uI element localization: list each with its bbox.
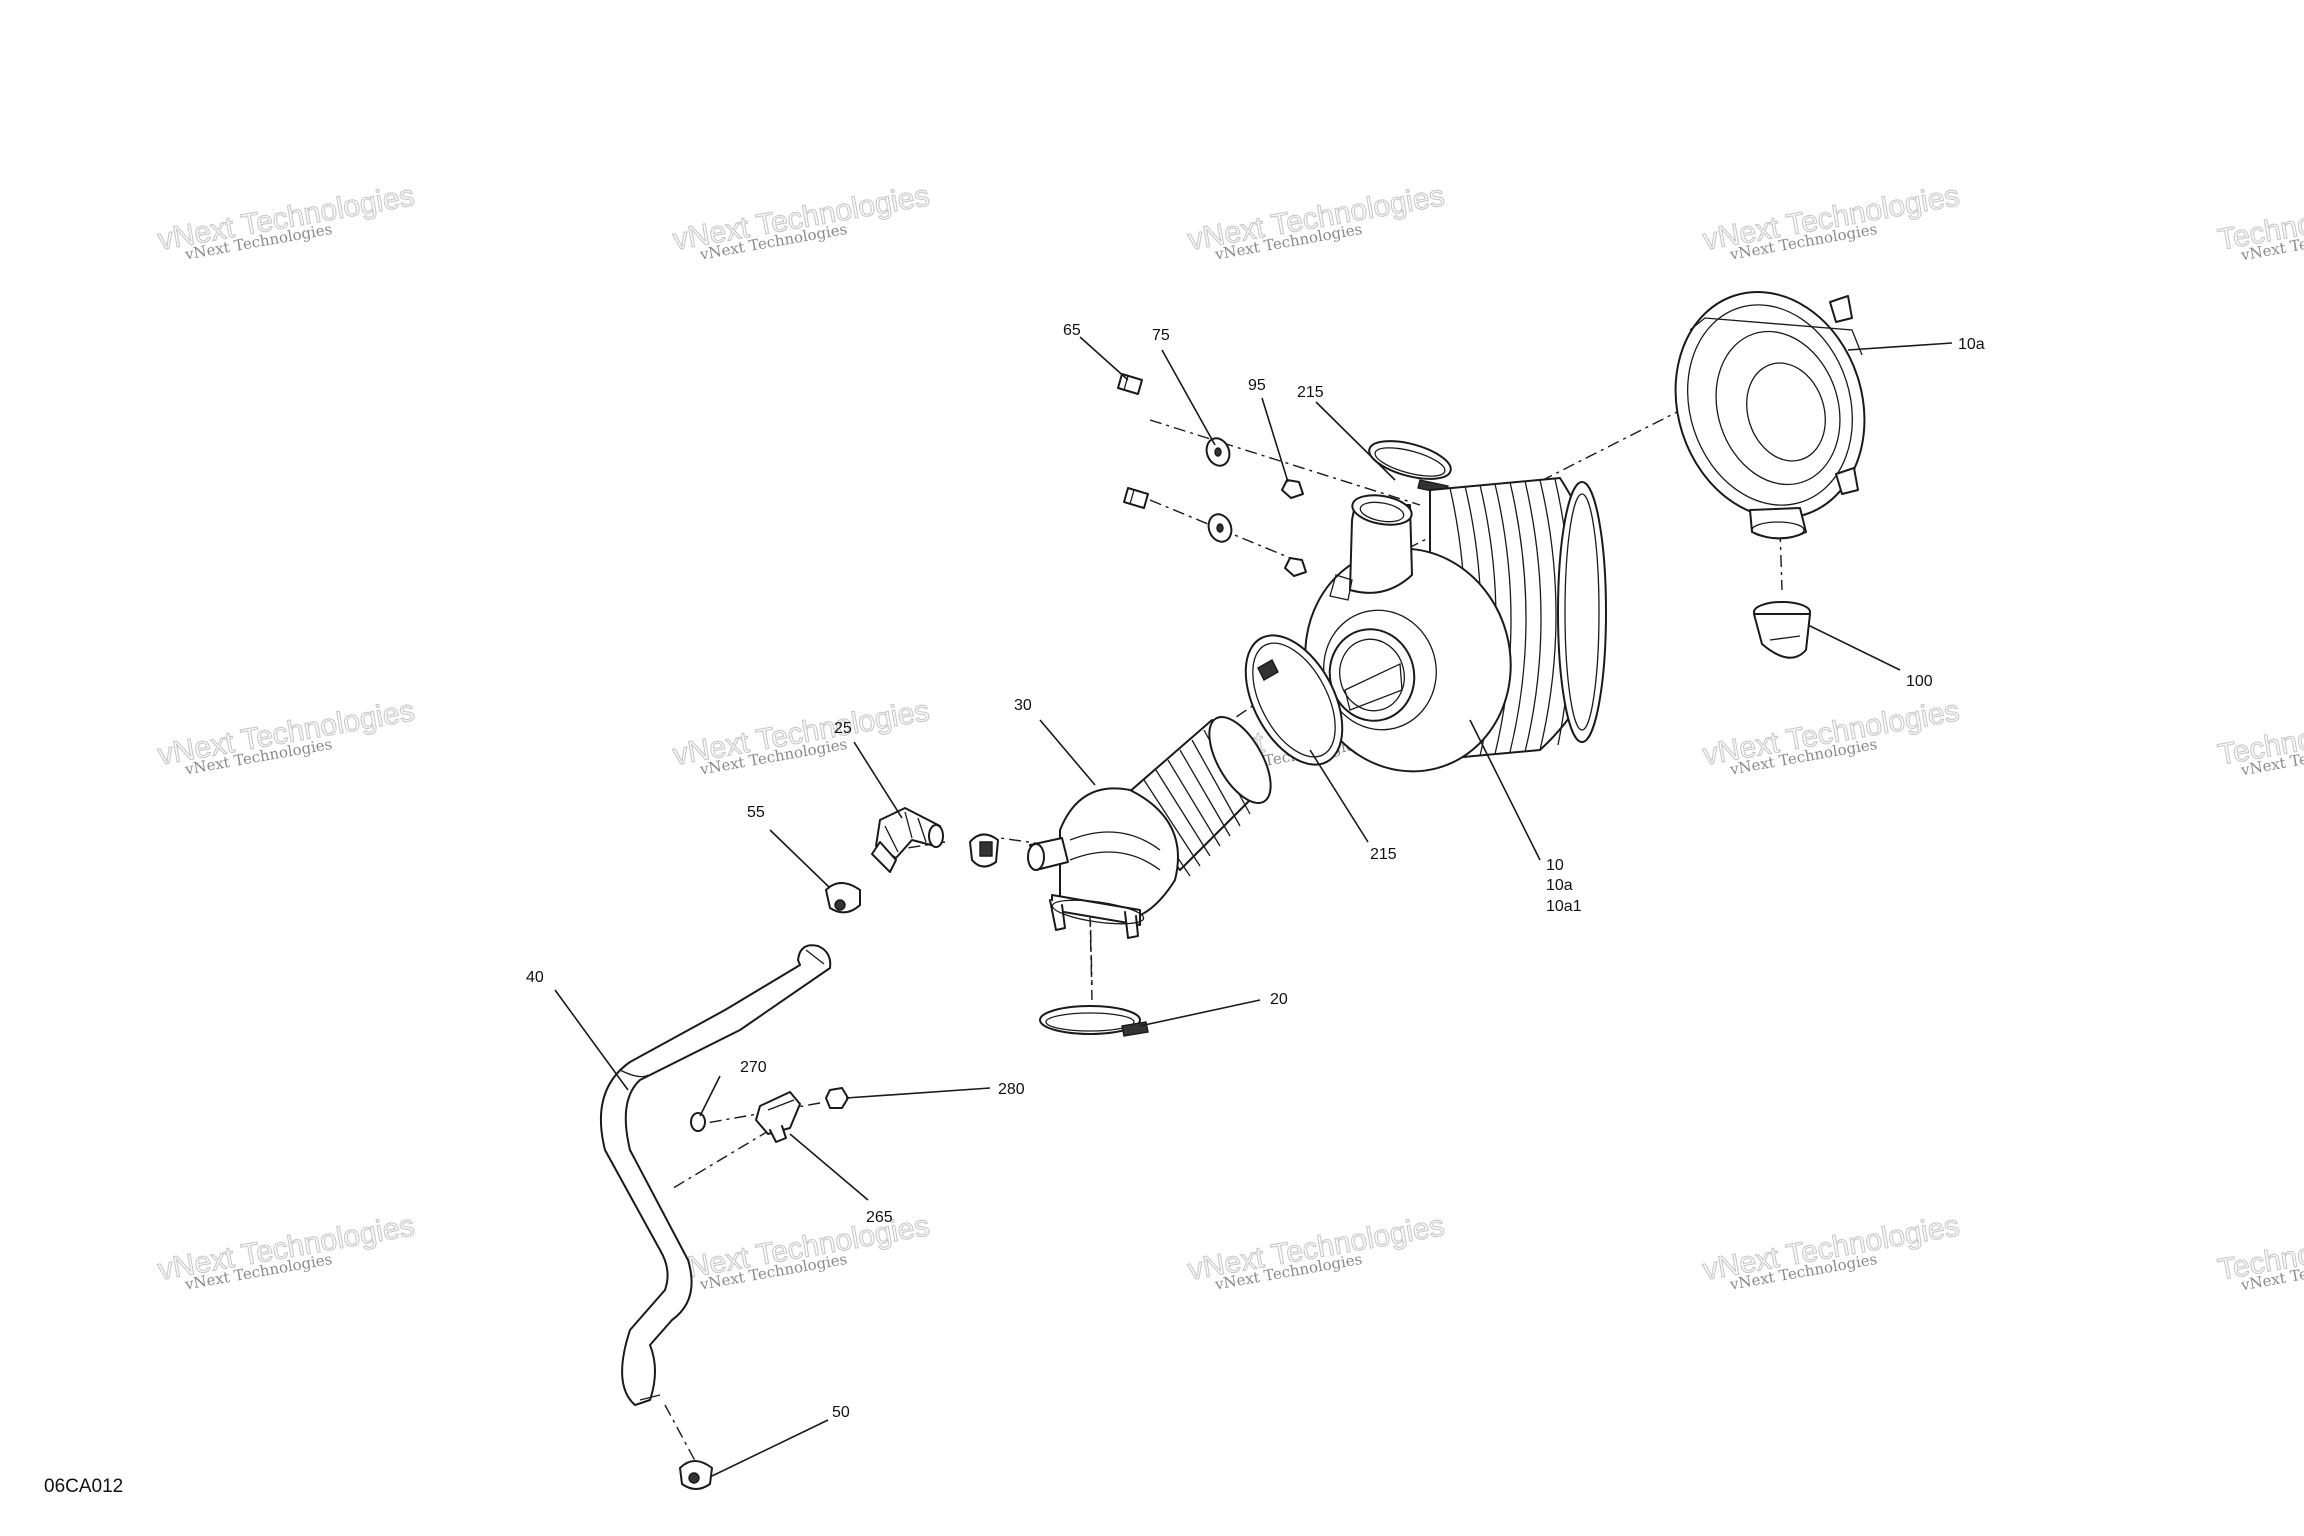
- callout-215-lower: 215: [1370, 846, 1397, 863]
- watermark: vNext Technologies vNext Technologies: [1700, 1209, 1962, 1294]
- watermark: vNext Technologies vNext Technologies: [155, 1209, 417, 1294]
- hose-clamp-20: [1039, 1005, 1149, 1037]
- watermark: vNext Technologies vNext Technologies: [1700, 179, 1962, 264]
- watermark: vNext Technologies vNext Technologies: [155, 179, 417, 264]
- washer-75-lower: [1207, 513, 1233, 543]
- callout-10a: 10a: [1546, 877, 1573, 894]
- callout-100: 100: [1906, 673, 1933, 690]
- bolt-65: [1117, 373, 1143, 395]
- callout-40: 40: [526, 969, 544, 986]
- callout-50: 50: [832, 1404, 850, 1421]
- bolt-65-lower: [1123, 487, 1149, 509]
- leader-lines: [554, 336, 1953, 1477]
- callout-215-upper: 215: [1297, 384, 1324, 401]
- callout-280: 280: [998, 1081, 1025, 1098]
- watermark: vNext Technologies vNext Technologies: [670, 694, 932, 779]
- callout-55: 55: [747, 804, 765, 821]
- nut-95: [1281, 479, 1304, 499]
- intake-boot-30: [1027, 716, 1272, 939]
- callout-10a1: 10a1: [1546, 898, 1582, 915]
- nut-95-lower: [1284, 557, 1307, 577]
- watermark: vNext Technologies vNext Technologies: [670, 179, 932, 264]
- elbow-fitting-25: [871, 807, 944, 873]
- callout-10a-cover: 10a: [1958, 336, 1985, 353]
- callout-75: 75: [1152, 327, 1170, 344]
- watermark: Technologies vNext Technologies: [2215, 708, 2304, 779]
- grommet-270: [690, 1112, 706, 1132]
- airbox-housing-10: [1304, 477, 1607, 773]
- callout-270: 270: [740, 1059, 767, 1076]
- drawing-code: 06CA012: [44, 1476, 123, 1497]
- watermark: vNext Technologies vNext Technologies: [1185, 179, 1447, 264]
- watermark: vNext Technologies vNext Technologies: [670, 1209, 932, 1294]
- callout-10: 10: [1546, 857, 1564, 874]
- watermark: Technologies vNext Technologies: [2215, 193, 2304, 264]
- callout-25: 25: [834, 720, 852, 737]
- watermark: vNext Technologies vNext Technologies: [1185, 1209, 1447, 1294]
- callout-20: 20: [1270, 991, 1288, 1008]
- callout-265: 265: [866, 1209, 893, 1226]
- callout-30: 30: [1014, 697, 1032, 714]
- hose-clamp-55: [825, 882, 861, 914]
- dust-valve-100: [1753, 601, 1811, 659]
- hose-clamp-215-lower: [1244, 634, 1344, 766]
- watermark: vNext Technologies vNext Technologies: [155, 694, 417, 779]
- end-cover-10a: [1674, 290, 1866, 540]
- washer-75: [1205, 437, 1231, 467]
- small-clamp: [969, 833, 999, 868]
- callout-labels: 65 75 95 215 10a 100 30 25 55 215 10 10a…: [526, 322, 1985, 1421]
- callout-65: 65: [1063, 322, 1081, 339]
- nut-280: [825, 1087, 849, 1109]
- drain-hose-40: [599, 944, 832, 1406]
- hose-clamp-50: [679, 1460, 713, 1490]
- clip-265: [755, 1091, 801, 1143]
- watermark: Technologies vNext Technologies: [2215, 1223, 2304, 1294]
- watermark: vNext Technologies vNext Technologies: [1700, 694, 1962, 779]
- callout-95: 95: [1248, 377, 1266, 394]
